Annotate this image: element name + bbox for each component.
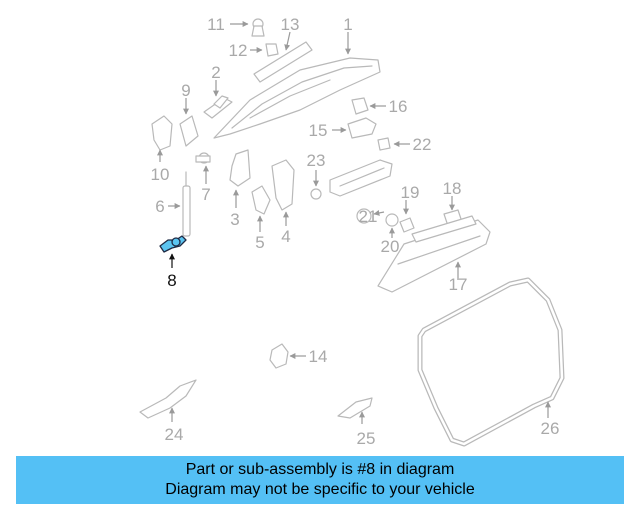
part-2-bracket[interactable] <box>203 80 233 119</box>
callout-12: 12 <box>229 41 248 60</box>
part-13-seal-strip[interactable] <box>253 31 313 83</box>
part-5-hinge[interactable] <box>251 185 271 232</box>
part-12-clip[interactable] <box>250 43 279 57</box>
callout-4: 4 <box>281 227 290 246</box>
part-9-pad[interactable] <box>179 98 199 147</box>
callout-18: 18 <box>443 179 462 198</box>
part-25-wiring-clip[interactable] <box>337 397 373 424</box>
part-17-garnish[interactable] <box>377 215 491 293</box>
callout-1: 1 <box>343 15 352 34</box>
part-11-clip[interactable] <box>230 18 265 37</box>
banner-line-disclaimer: Diagram may not be specific to your vehi… <box>165 481 475 498</box>
part-23-bumper[interactable] <box>310 170 322 200</box>
part-14-cap[interactable] <box>269 343 306 369</box>
part-21-bolt[interactable] <box>356 208 385 224</box>
part-16-switch[interactable] <box>351 97 386 115</box>
callout-22: 22 <box>413 135 432 154</box>
callout-26: 26 <box>541 419 560 438</box>
part-6-gas-strut[interactable] <box>168 171 191 237</box>
part-26-weatherstrip[interactable] <box>417 277 565 447</box>
part-20-clip[interactable] <box>385 213 399 238</box>
part-19-grommet[interactable] <box>399 200 415 233</box>
part-7-ball-stud[interactable] <box>195 152 211 184</box>
callout-11: 11 <box>207 15 225 34</box>
callout-15: 15 <box>309 121 328 140</box>
callout-20: 20 <box>381 237 400 256</box>
part-3-latch-bracket[interactable] <box>229 149 251 208</box>
callout-3: 3 <box>230 210 239 229</box>
part-1-liftgate-upper-panel[interactable] <box>213 32 381 139</box>
callout-labels: 1 2 3 4 5 6 7 8 9 10 11 12 13 14 15 16 1… <box>151 15 560 448</box>
callout-17: 17 <box>449 275 468 294</box>
part-4-cover[interactable] <box>271 159 295 226</box>
callout-24: 24 <box>165 425 184 444</box>
callout-14: 14 <box>309 347 328 366</box>
info-banner: Part or sub-assembly is #8 in diagram Di… <box>16 456 624 504</box>
callout-2: 2 <box>211 63 220 82</box>
callout-5: 5 <box>255 233 264 252</box>
callout-7: 7 <box>201 185 210 204</box>
part-15-bracket[interactable] <box>332 117 377 139</box>
callout-8-highlighted: 8 <box>167 271 176 290</box>
callout-25: 25 <box>357 429 376 448</box>
part-latch-actuator[interactable] <box>329 159 393 197</box>
callout-19: 19 <box>401 183 420 202</box>
part-10-bracket[interactable] <box>151 115 173 162</box>
callout-23: 23 <box>307 151 326 170</box>
callout-6: 6 <box>155 197 164 216</box>
part-24-cable-bracket[interactable] <box>139 379 197 422</box>
exploded-parts-diagram: 1 2 3 4 5 6 7 8 9 10 11 12 13 14 15 16 1… <box>139 15 565 448</box>
banner-line-part-number: Part or sub-assembly is #8 in diagram <box>185 461 455 478</box>
part-8-ball-stud-highlighted[interactable] <box>159 235 187 268</box>
part-22-bumper[interactable] <box>377 137 410 151</box>
callout-9: 9 <box>181 81 190 100</box>
callout-21: 21 <box>359 207 378 226</box>
callout-13: 13 <box>281 15 300 34</box>
callout-16: 16 <box>389 97 408 116</box>
callout-10: 10 <box>151 165 170 184</box>
